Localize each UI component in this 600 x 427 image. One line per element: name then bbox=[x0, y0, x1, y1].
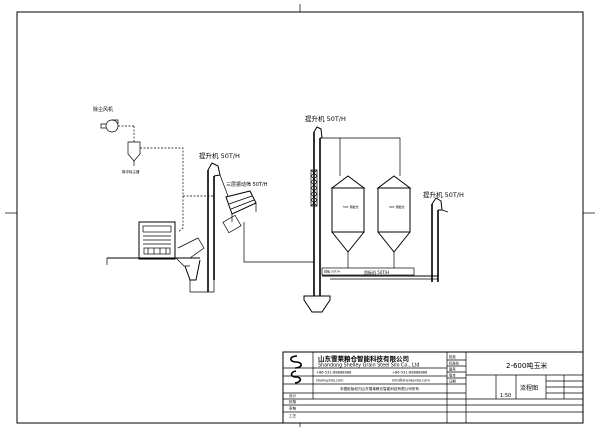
cleaner-label: 三层振动筛 50T/H bbox=[226, 181, 268, 188]
row-left-3: 审核 bbox=[289, 406, 297, 411]
website: shelleysilo.com bbox=[316, 379, 344, 383]
elevator-left-label: 提升机 50T/H bbox=[199, 151, 240, 160]
row-right-1: 批准 bbox=[449, 354, 456, 359]
row-right-3: 图号 bbox=[449, 367, 456, 372]
dust-collector: 脉冲除尘器 bbox=[122, 141, 141, 174]
elevator-middle-label: 提升机 50T/H bbox=[305, 114, 346, 123]
conveyor-bottom-label: 刮板机 50T/H bbox=[364, 269, 389, 275]
phone-1: +86-531-88888888 bbox=[316, 371, 352, 375]
conveyor-small-label: 刮板 50T/H bbox=[324, 269, 340, 274]
project-title: 2-600吨玉米 bbox=[506, 361, 547, 370]
dust-fan: 除尘风机 bbox=[93, 106, 119, 133]
silo-2-label: 50T 钢板仓 bbox=[389, 204, 405, 209]
intake-hopper bbox=[175, 237, 205, 292]
drawing-name: 流程图 bbox=[520, 384, 538, 392]
company-logo bbox=[290, 355, 302, 384]
silo-2: 50T 钢板仓 bbox=[376, 175, 412, 268]
elevator-right: 提升机 50T/H bbox=[423, 190, 464, 282]
row-right-4: 版本 bbox=[449, 373, 456, 378]
row-right-2: 标准化 bbox=[449, 361, 460, 366]
dust-collector-label: 脉冲除尘器 bbox=[122, 169, 140, 174]
email: info@shelleysilo.com bbox=[392, 379, 430, 383]
elevator-left: 提升机 50T/H bbox=[199, 151, 240, 292]
drawing-border bbox=[16, 11, 584, 424]
elevator-pit bbox=[303, 295, 331, 313]
title-block: 山东雪莱粮仓智能科技有限公司 Shandong Shelley Grain St… bbox=[282, 351, 584, 424]
row-right-5: 日期 bbox=[449, 379, 456, 384]
company-name-en: Shandong Shelley Grain Steel Silo Co., L… bbox=[318, 363, 419, 369]
silo-1-label: 50T 钢板仓 bbox=[343, 204, 359, 209]
fan-label: 除尘风机 bbox=[93, 106, 113, 113]
silo-1: 50T 钢板仓 bbox=[330, 175, 366, 268]
row-left-1: 设计 bbox=[289, 393, 297, 398]
truck bbox=[138, 221, 176, 260]
scale-value: 1:50 bbox=[500, 393, 511, 399]
phone-2: +86-531-88888888 bbox=[392, 371, 428, 375]
elevator-middle: 提升机 50T/H bbox=[305, 114, 346, 296]
elevator-right-label: 提升机 50T/H bbox=[423, 190, 464, 199]
bottom-conveyor: 刮板 50T/H 刮板机 50T/H bbox=[321, 267, 438, 280]
company-name-cn: 山东雪莱粮仓智能科技有限公司 bbox=[318, 354, 409, 363]
copyright-notice: 本图纸版权归山东雪莱粮仓智能科技有限公司所有 bbox=[340, 386, 419, 391]
cleaner: 三层振动筛 50T/H bbox=[222, 181, 268, 234]
row-left-2: 校核 bbox=[289, 399, 297, 404]
row-left-4: 工艺 bbox=[289, 413, 297, 418]
